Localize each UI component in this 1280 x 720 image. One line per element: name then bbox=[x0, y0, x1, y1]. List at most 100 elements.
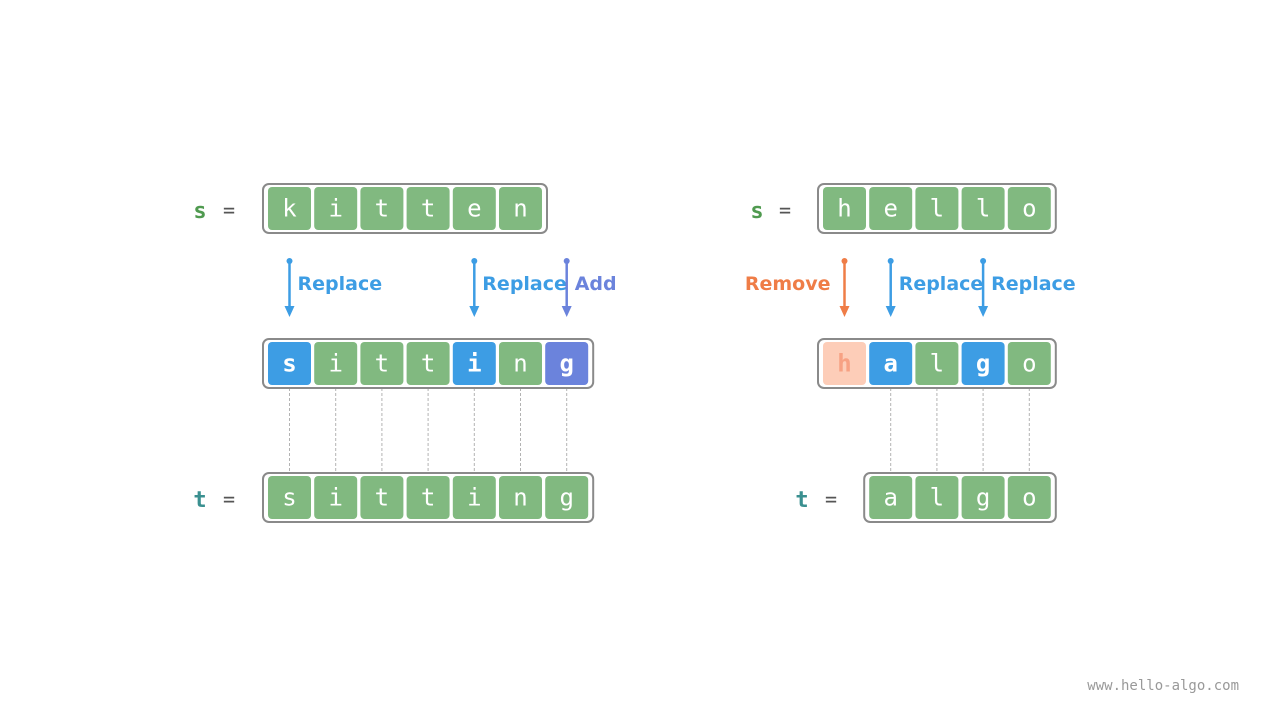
target-row-container bbox=[863, 472, 1057, 523]
target-row-cell-bg bbox=[961, 476, 1005, 519]
edit-row-char: l bbox=[930, 350, 944, 378]
edit-row-cell: i bbox=[314, 342, 358, 385]
source-row-char: e bbox=[883, 195, 897, 223]
source-row-container bbox=[817, 183, 1057, 234]
edit-row-cell-bg bbox=[823, 342, 866, 385]
edit-row-char: n bbox=[513, 350, 527, 378]
target-row-cell-bg bbox=[1007, 476, 1051, 519]
down-arrow-head bbox=[561, 306, 572, 317]
source-row-char: k bbox=[282, 195, 297, 223]
target-row-cell-bg bbox=[499, 476, 542, 519]
down-arrow-head bbox=[885, 306, 896, 317]
source-row-char: e bbox=[467, 195, 481, 223]
edit-row-char: a bbox=[883, 350, 897, 378]
edit-row-cell-bg bbox=[1007, 342, 1051, 385]
edit-row-cell: a bbox=[869, 342, 913, 385]
add-label: Add bbox=[575, 273, 617, 295]
target-row-char: g bbox=[559, 484, 573, 512]
source-row-cell: e bbox=[452, 187, 496, 230]
target-row-container bbox=[262, 472, 595, 523]
down-arrow-head bbox=[839, 306, 850, 317]
edit-row-cell: h bbox=[823, 342, 866, 385]
edit-row-cell: g bbox=[961, 342, 1005, 385]
source-row-cell: h bbox=[823, 187, 866, 230]
target-row-cell-bg bbox=[915, 476, 959, 519]
source-row-cell: t bbox=[406, 187, 450, 230]
target-row-char: s bbox=[282, 484, 296, 512]
target-row-cell: s bbox=[268, 476, 311, 519]
t-equals: = bbox=[223, 487, 235, 511]
source-row-char: h bbox=[837, 195, 851, 223]
edit-row-cell-bg bbox=[915, 342, 959, 385]
edit-row-container bbox=[262, 338, 595, 389]
down-arrow-head bbox=[469, 306, 480, 317]
replace-operation: Replace bbox=[885, 258, 984, 317]
down-arrow-head bbox=[284, 306, 295, 317]
target-row-cell-bg bbox=[268, 476, 311, 519]
edit-row-cell-bg bbox=[499, 342, 542, 385]
source-row-cell-bg bbox=[1007, 187, 1051, 230]
replace-label: Replace bbox=[899, 273, 984, 295]
replace-label: Replace bbox=[482, 273, 567, 295]
edit-row-cell: t bbox=[406, 342, 450, 385]
s-label: s bbox=[193, 199, 206, 224]
target-row-cell: i bbox=[452, 476, 496, 519]
source-row-cell-bg bbox=[961, 187, 1005, 230]
target-row-cell: t bbox=[406, 476, 450, 519]
target-row-char: n bbox=[513, 484, 527, 512]
down-arrow-head bbox=[978, 306, 989, 317]
remove-label: Remove bbox=[745, 273, 831, 295]
edit-row-char: g bbox=[976, 350, 990, 378]
source-row-char: n bbox=[513, 195, 527, 223]
source-row-cell: k bbox=[268, 187, 311, 230]
target-row-char: i bbox=[328, 484, 342, 512]
source-row-cell: l bbox=[961, 187, 1005, 230]
edit-row-cell-bg bbox=[869, 342, 913, 385]
target-row-char: g bbox=[976, 484, 990, 512]
edit-row-cell-bg bbox=[961, 342, 1005, 385]
edit-row-cell-bg bbox=[360, 342, 404, 385]
remove-operation: Remove bbox=[745, 258, 850, 317]
edit-row-cell-bg bbox=[406, 342, 450, 385]
target-row-cell-bg bbox=[360, 476, 404, 519]
source-row-cell-bg bbox=[314, 187, 358, 230]
t-label: t bbox=[193, 488, 206, 513]
source-row-cell-bg bbox=[360, 187, 404, 230]
target-row-cell: o bbox=[1007, 476, 1051, 519]
target-row-cell-bg bbox=[314, 476, 358, 519]
replace-operation: Replace bbox=[469, 258, 567, 317]
target-row-char: l bbox=[930, 484, 944, 512]
target-row-char: o bbox=[1022, 484, 1036, 512]
source-row-char: l bbox=[930, 195, 944, 223]
edit-row-cell-bg bbox=[314, 342, 358, 385]
edit-row-cell: g bbox=[545, 342, 589, 385]
target-row-cell-bg bbox=[406, 476, 450, 519]
edit-row-cell: t bbox=[360, 342, 404, 385]
watermark: www.hello-algo.com bbox=[1087, 678, 1239, 694]
target-row-cell-bg bbox=[545, 476, 589, 519]
edit-row-cell-bg bbox=[268, 342, 311, 385]
edit-row-cell: s bbox=[268, 342, 311, 385]
source-row-cell-bg bbox=[268, 187, 311, 230]
source-row-cell: e bbox=[869, 187, 913, 230]
replace-operation: Replace bbox=[284, 258, 383, 317]
edit-row-char: t bbox=[421, 350, 435, 378]
replace-operation: Replace bbox=[978, 258, 1076, 317]
edit-row-cell: o bbox=[1007, 342, 1051, 385]
source-row-char: i bbox=[328, 195, 342, 223]
target-row-char: a bbox=[883, 484, 897, 512]
source-row-cell: l bbox=[915, 187, 959, 230]
target-row-cell: n bbox=[499, 476, 542, 519]
edit-row-cell-bg bbox=[545, 342, 589, 385]
add-operation: Add bbox=[561, 258, 617, 317]
s-label: s bbox=[750, 199, 763, 224]
target-row-char: t bbox=[375, 484, 389, 512]
source-row-cell-bg bbox=[869, 187, 913, 230]
target-row-char: t bbox=[421, 484, 435, 512]
edit-row-char: s bbox=[282, 350, 296, 378]
s-equals: = bbox=[779, 198, 791, 222]
edit-row-cell: l bbox=[915, 342, 959, 385]
edit-row-cell: i bbox=[452, 342, 496, 385]
replace-label: Replace bbox=[298, 273, 383, 295]
